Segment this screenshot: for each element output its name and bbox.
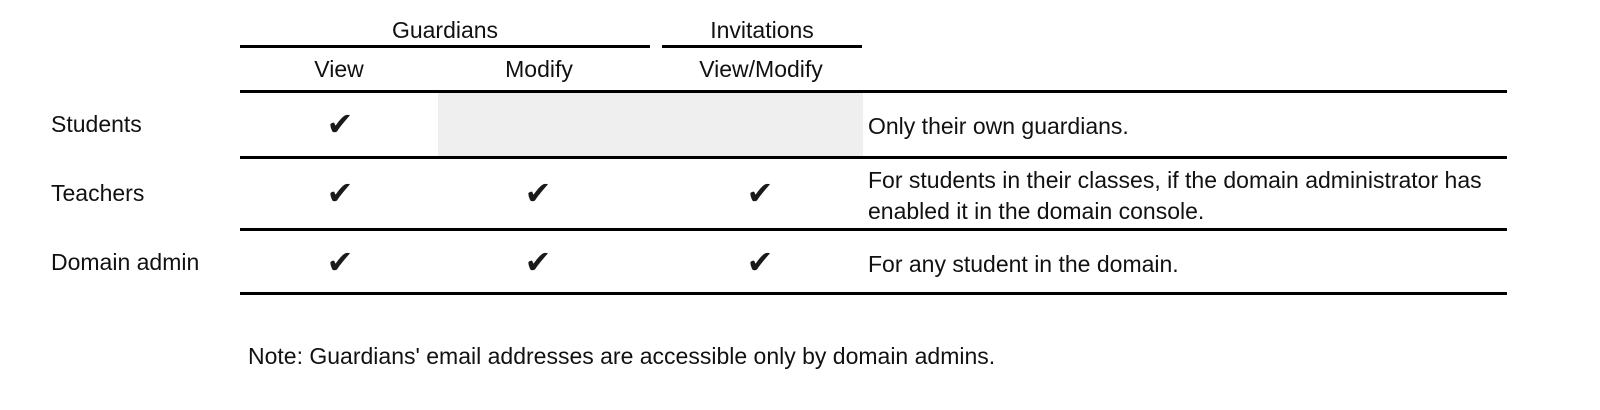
- table-rule-after-students: [240, 156, 1507, 159]
- column-group-invitations: Invitations: [710, 17, 814, 43]
- column-group-guardians-rule: [240, 45, 650, 48]
- row-label-domain-admin: Domain admin: [51, 249, 200, 275]
- table-footnote: Note: Guardians' email addresses are acc…: [248, 343, 996, 369]
- cell-students-modify-disabled: [438, 93, 863, 156]
- table-rule-bottom: [240, 292, 1507, 295]
- check-icon-domain-admin-view: ✔: [326, 243, 354, 281]
- table-rule-after-teachers: [240, 228, 1507, 231]
- column-header-modify: Modify: [505, 56, 573, 82]
- check-icon-teachers-view: ✔: [326, 174, 354, 212]
- note-students: Only their own guardians.: [868, 113, 1129, 139]
- check-icon-domain-admin-modify: ✔: [524, 243, 552, 281]
- check-icon-domain-admin-view-modify: ✔: [746, 243, 774, 281]
- column-header-view-modify: View/Modify: [699, 56, 823, 82]
- note-teachers: For students in their classes, if the do…: [868, 167, 1482, 224]
- row-label-teachers: Teachers: [51, 180, 145, 206]
- note-domain-admin: For any student in the domain.: [868, 251, 1179, 277]
- column-group-invitations-rule: [662, 45, 862, 48]
- row-label-students: Students: [51, 111, 142, 137]
- table-rule-header: [240, 90, 1507, 93]
- check-icon-students-view: ✔: [326, 105, 354, 143]
- column-group-guardians: Guardians: [391, 17, 499, 43]
- check-icon-teachers-modify: ✔: [524, 174, 552, 212]
- column-header-view: View: [314, 56, 364, 82]
- check-icon-teachers-view-modify: ✔: [746, 174, 774, 212]
